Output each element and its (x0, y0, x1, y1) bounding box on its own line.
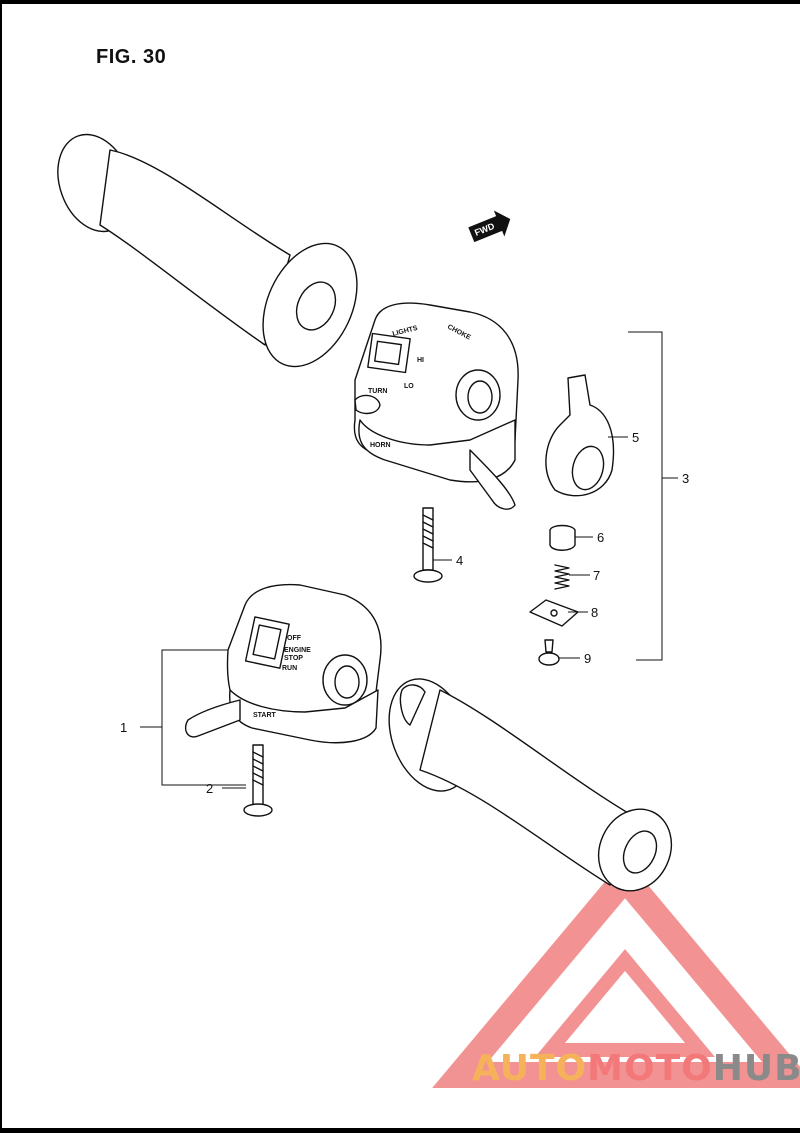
turn-label: TURN (368, 388, 387, 395)
horn-label: HORN (370, 442, 391, 449)
watermark-moto: MOTO (587, 1048, 713, 1089)
screw-part-9 (538, 639, 560, 666)
callout-2: 2 (206, 781, 213, 796)
plate-part-8 (529, 599, 579, 627)
callout-5: 5 (632, 430, 639, 445)
bracket-group-3 (628, 331, 678, 661)
callout-3: 3 (682, 471, 689, 486)
callout-8: 8 (591, 605, 598, 620)
lower-switch-housing: OFF ENGINE STOP RUN START (184, 583, 382, 744)
stop-label: STOP (284, 655, 303, 662)
cap-part-6 (549, 524, 576, 551)
run-label: RUN (282, 665, 297, 672)
watermark-text: AUTOMOTOHUB (472, 1048, 800, 1089)
callout-4: 4 (456, 553, 463, 568)
screw-part-4 (413, 507, 443, 583)
watermark-auto: AUTO (472, 1048, 588, 1089)
callout-1: 1 (120, 720, 127, 735)
callout-6: 6 (597, 530, 604, 545)
upper-switch-housing: LIGHTS CHOKE HI LO TURN HORN (353, 302, 519, 510)
lo-label: LO (404, 383, 414, 390)
watermark-hub: HUB (712, 1048, 800, 1089)
figure-title: FIG. 30 (96, 46, 167, 68)
bracket-group-1 (140, 649, 246, 786)
forward-arrow: FWD (468, 210, 511, 243)
leader-lines (222, 436, 628, 789)
frame-border-left (0, 0, 2, 1133)
screw-part-2 (243, 744, 273, 817)
engine-label: ENGINE (284, 647, 311, 654)
watermark-logo (432, 857, 800, 1088)
off-label: OFF (287, 635, 302, 642)
frame-border-top (0, 0, 800, 4)
left-handlebar-grip (57, 133, 358, 368)
callout-7: 7 (593, 568, 600, 583)
start-label: START (253, 712, 277, 719)
hi-label: HI (417, 357, 424, 364)
right-handlebar-grip (388, 678, 673, 892)
choke-lever-part-5 (545, 374, 615, 497)
callout-9: 9 (584, 651, 591, 666)
frame-border-bottom (0, 1128, 800, 1133)
spring-part-7 (554, 564, 570, 590)
